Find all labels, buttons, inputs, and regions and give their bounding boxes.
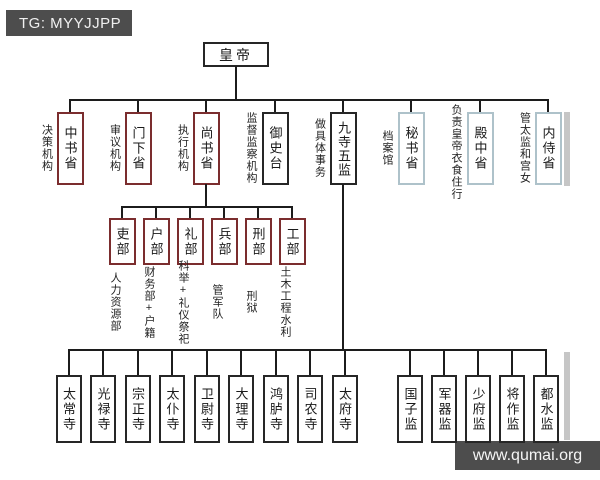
node-zhongshusheng: 中书省: [56, 112, 84, 185]
node-honglusi: 鸿胪寺: [262, 375, 289, 443]
connector-line: [343, 349, 346, 376]
note-ministry-revenue: 财务部+户籍: [143, 266, 155, 339]
note-shangshusheng: 执行机构: [176, 124, 189, 172]
connector-line: [155, 206, 157, 218]
node-jiusiwujian: 九寺五监: [330, 112, 357, 185]
node-guozijian: 国子监: [397, 375, 423, 443]
connector-line: [205, 99, 207, 112]
node-ministry-works: 工部: [278, 218, 306, 265]
connector-line: [309, 349, 311, 376]
connector-line: [342, 184, 344, 351]
tg-badge: TG: MYYJJPP: [6, 10, 132, 36]
node-junqijian: 军器监: [431, 375, 457, 443]
note-mishusheng: 档案馆: [381, 130, 393, 166]
connector-line: [189, 206, 191, 218]
connector-line: [69, 99, 549, 101]
note-ministry-works: 土木工程水利: [279, 266, 291, 338]
node-ministry-rites: 礼部: [176, 218, 204, 265]
node-ministry-personnel: 吏部: [108, 218, 136, 265]
connector-line: [69, 99, 71, 112]
note-ministry-personnel: 人力资源部: [109, 272, 121, 332]
note-jiusiwujian: 做具体事务: [313, 118, 326, 178]
node-ministry-war: 兵部: [210, 218, 238, 265]
node-neishisheng: 内侍省: [534, 112, 562, 185]
edge-artifact-bar: [564, 112, 570, 186]
edge-artifact-bar: [564, 352, 570, 440]
node-dushuijian: 都水监: [533, 375, 559, 443]
connector-line: [477, 349, 479, 376]
node-taichangsi: 太常寺: [55, 375, 82, 443]
watermark-label: www.qumai.org: [455, 441, 600, 470]
node-taifusi: 太府寺: [331, 375, 358, 443]
note-ministry-justice: 刑狱: [245, 290, 257, 314]
node-dalisi: 大理寺: [228, 375, 254, 443]
connector-line: [121, 206, 293, 208]
note-yushitai: 监督监察机构: [245, 112, 257, 184]
connector-line: [291, 206, 293, 218]
connector-line: [410, 99, 412, 112]
connector-line: [223, 206, 225, 218]
connector-line: [136, 349, 139, 376]
node-jiangzuojian: 将作监: [499, 375, 525, 443]
connector-line: [547, 99, 549, 112]
connector-line: [102, 349, 104, 376]
node-guanglusi: 光禄寺: [90, 375, 116, 443]
connector-line: [443, 349, 445, 376]
connector-line: [511, 349, 513, 376]
note-menxiasheng: 审议机构: [108, 124, 121, 172]
node-emperor: 皇帝: [203, 42, 269, 67]
node-taipusi: 太仆寺: [159, 375, 185, 443]
note-zhongshusheng: 决策机构: [40, 124, 53, 172]
connector-line: [479, 99, 481, 112]
node-yushitai: 御史台: [261, 112, 289, 185]
connector-line: [342, 99, 344, 112]
connector-line: [274, 99, 276, 112]
note-dianzhongsheng: 负责皇帝衣食住行: [450, 104, 462, 200]
connector-line: [67, 349, 547, 351]
connector-line: [205, 184, 207, 208]
connector-line: [171, 349, 173, 376]
connector-line: [235, 66, 237, 101]
connector-line: [409, 349, 411, 376]
connector-line: [545, 349, 547, 376]
node-shangshusheng: 尚书省: [192, 112, 220, 185]
node-zongzhengsi: 宗正寺: [124, 375, 151, 443]
connector-line: [67, 349, 70, 376]
note-neishisheng: 管太监和宫女: [518, 112, 531, 184]
node-ministry-justice: 刑部: [244, 218, 272, 265]
connector-line: [274, 349, 277, 376]
connector-line: [205, 349, 208, 376]
node-mishusheng: 秘书省: [397, 112, 425, 185]
note-ministry-rites: 科举+礼仪祭祀: [177, 260, 189, 345]
connector-line: [257, 206, 259, 218]
connector-line: [137, 99, 139, 112]
node-shaofujian: 少府监: [465, 375, 491, 443]
node-dianzhongsheng: 殿中省: [466, 112, 494, 185]
node-weiweisi: 卫尉寺: [193, 375, 220, 443]
connector-line: [121, 206, 123, 218]
node-ministry-revenue: 户部: [142, 218, 170, 265]
node-sinongsi: 司农寺: [297, 375, 323, 443]
node-menxiasheng: 门下省: [124, 112, 152, 185]
note-ministry-war: 管军队: [211, 284, 223, 320]
connector-line: [240, 349, 242, 376]
